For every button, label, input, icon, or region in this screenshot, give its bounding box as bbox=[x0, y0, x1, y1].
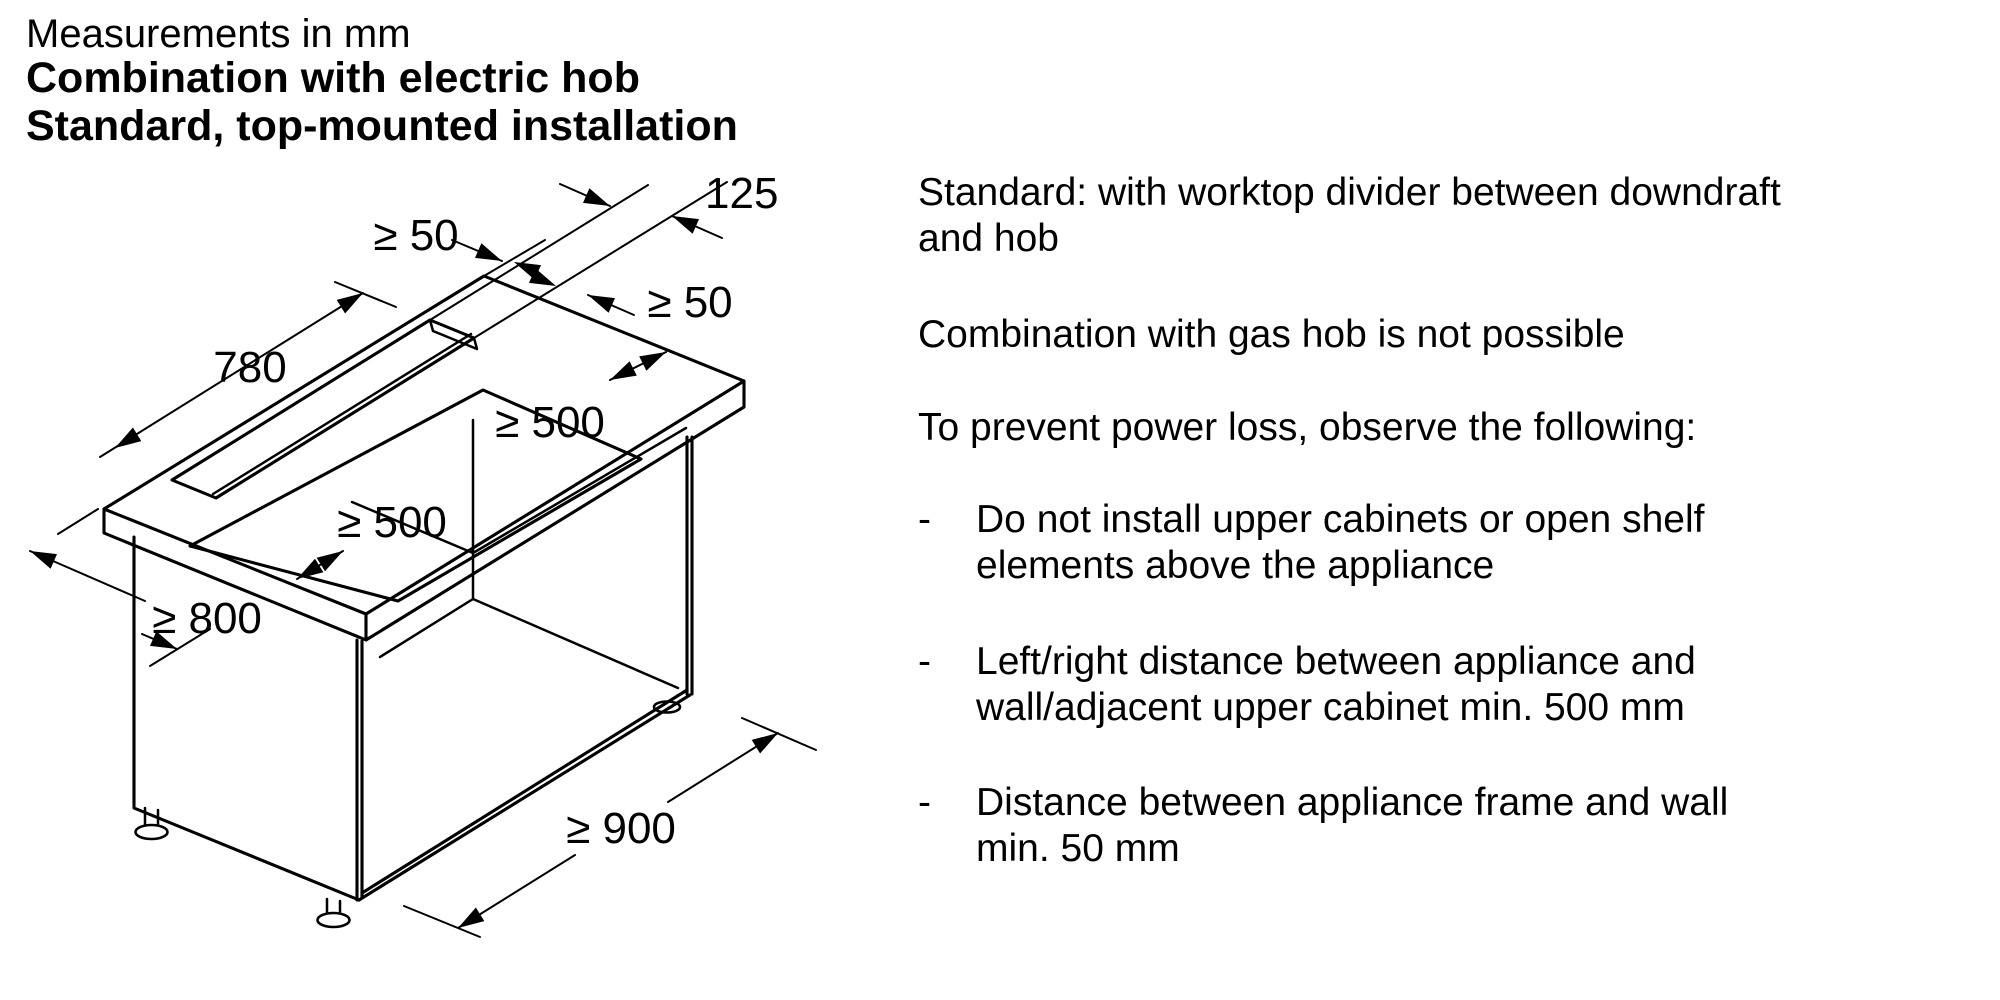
cabinet-body bbox=[132, 418, 694, 902]
page-title-standard: Standard, top-mounted installation bbox=[26, 102, 738, 150]
bullet-left-right-distance-line1: Left/right distance between appliance an… bbox=[976, 640, 1696, 683]
worktop-slot-depth-lines bbox=[211, 318, 479, 496]
dimension-divider-gap-50: ≥ 50 bbox=[587, 278, 733, 327]
dimension-cabinet-width-800: ≥ 800 bbox=[29, 508, 262, 667]
page-subtitle-measurements: Measurements in mm bbox=[26, 12, 411, 56]
installation-diagram: 780 125 ≥ 50 ≥ 50 ≥ 5 bbox=[29, 169, 817, 938]
dimension-side-left-500: ≥ 500 bbox=[296, 498, 447, 580]
cabinet-left-panel bbox=[132, 535, 361, 902]
label-125: 125 bbox=[705, 169, 778, 218]
bullet-dash-1: - bbox=[918, 498, 931, 541]
label-800: ≥ 800 bbox=[152, 594, 262, 643]
dimension-slot-length-780: 780 bbox=[99, 281, 397, 458]
bullet-dash-2: - bbox=[918, 640, 931, 683]
bullet-upper-cabinets-line2: elements above the appliance bbox=[976, 544, 1495, 587]
page-title-combination: Combination with electric hob bbox=[26, 54, 640, 102]
cabinet-foot-front bbox=[316, 897, 351, 929]
label-back-gap-50: ≥ 50 bbox=[373, 211, 458, 260]
note-power-loss: To prevent power loss, observe the follo… bbox=[918, 406, 1697, 449]
worktop bbox=[102, 274, 746, 642]
cabinet-rear-right-edge bbox=[685, 435, 694, 696]
note-standard-divider-line2: and hob bbox=[918, 217, 1059, 260]
bullet-frame-wall-distance-line2: min. 50 mm bbox=[976, 827, 1180, 870]
note-gas-hob: Combination with gas hob is not possible bbox=[918, 313, 1625, 356]
cabinet-foot-left bbox=[134, 806, 169, 841]
cabinet-bottom-right-edge bbox=[357, 688, 692, 902]
worktop-hob-cutout bbox=[188, 388, 643, 603]
bullet-left-right-distance-line2: wall/adjacent upper cabinet min. 500 mm bbox=[976, 686, 1685, 729]
bullet-dash-3: - bbox=[918, 781, 931, 824]
bullet-upper-cabinets-line1: Do not install upper cabinets or open sh… bbox=[976, 498, 1705, 541]
cabinet-interior-edges bbox=[350, 418, 688, 690]
label-900: ≥ 900 bbox=[566, 804, 676, 853]
dimension-back-gap-50: ≥ 50 bbox=[373, 211, 556, 286]
dimension-side-right-500: ≥ 500 bbox=[495, 351, 667, 447]
label-divider-gap-50: ≥ 50 bbox=[647, 278, 732, 327]
bullet-frame-wall-distance-line1: Distance between appliance frame and wal… bbox=[976, 781, 1729, 824]
dimension-cabinet-depth-900: ≥ 900 bbox=[403, 717, 817, 938]
dimension-slot-width-125: 125 bbox=[429, 169, 778, 339]
note-standard-divider-line1: Standard: with worktop divider between d… bbox=[918, 171, 1781, 214]
label-side-right-500: ≥ 500 bbox=[495, 398, 605, 447]
cabinet-front-corner-edge bbox=[355, 638, 364, 902]
label-780: 780 bbox=[213, 343, 286, 392]
label-side-left-500: ≥ 500 bbox=[337, 498, 447, 547]
